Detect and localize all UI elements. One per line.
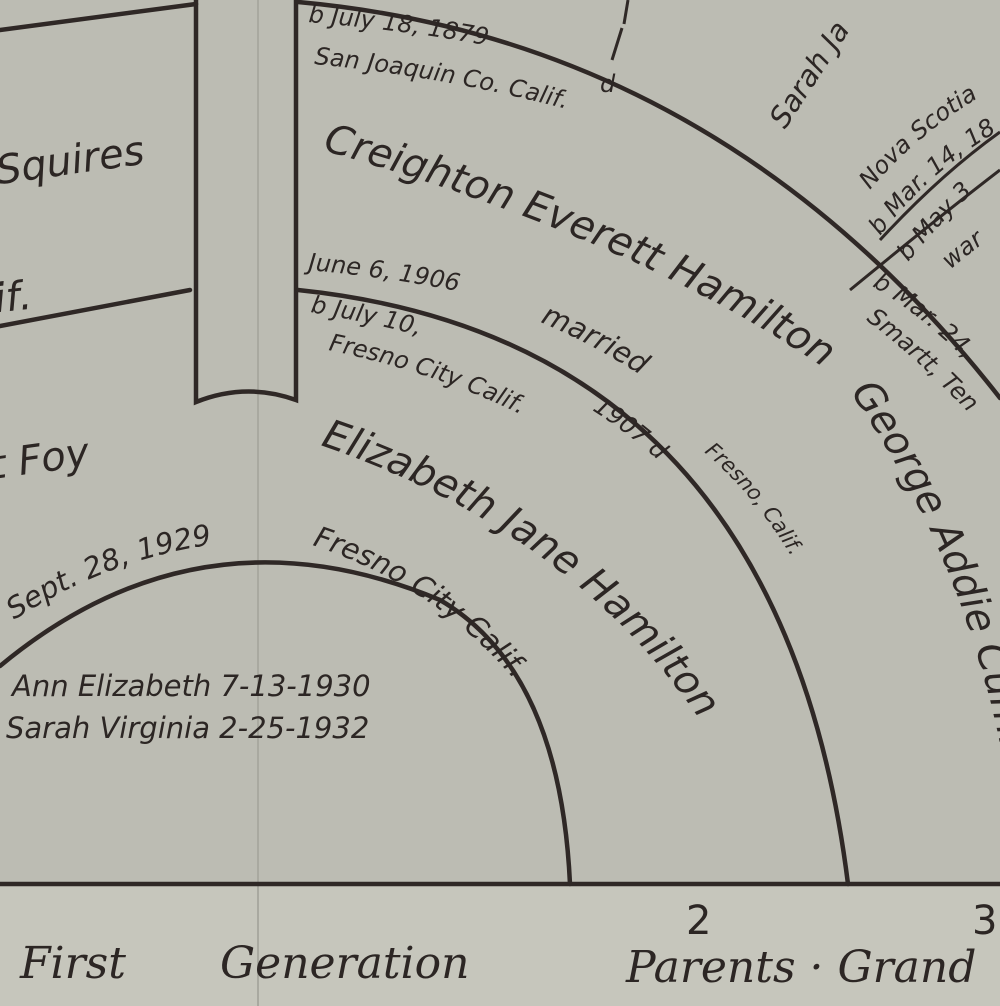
footer-number-3: 3 xyxy=(972,898,997,944)
right-arc-lower xyxy=(849,168,1000,292)
outer-arc xyxy=(295,0,1000,401)
child-sarah-virginia: Sarah Virginia 2-25-1932 xyxy=(6,711,369,745)
left-mid-arc xyxy=(0,287,193,329)
right-arc-upper xyxy=(878,130,1000,242)
footer-first: First xyxy=(19,938,126,989)
center-arc xyxy=(0,560,573,887)
outer-left-arc xyxy=(0,1,199,33)
footer-band xyxy=(0,884,1000,1006)
child-ann-elizabeth: Ann Elizabeth 7-13-1930 xyxy=(10,669,371,703)
footer-number-2: 2 xyxy=(686,898,711,944)
parents-arc xyxy=(295,287,851,887)
footer-parents-grand: Parents · Grand xyxy=(625,942,976,993)
tick-mark xyxy=(610,27,624,61)
creighton-death-mark: d xyxy=(600,70,616,98)
calif-fragment-text: if. xyxy=(0,273,34,323)
tick-mark-2 xyxy=(622,0,630,25)
footer-generation: Generation xyxy=(220,938,469,989)
center-band xyxy=(193,0,299,406)
